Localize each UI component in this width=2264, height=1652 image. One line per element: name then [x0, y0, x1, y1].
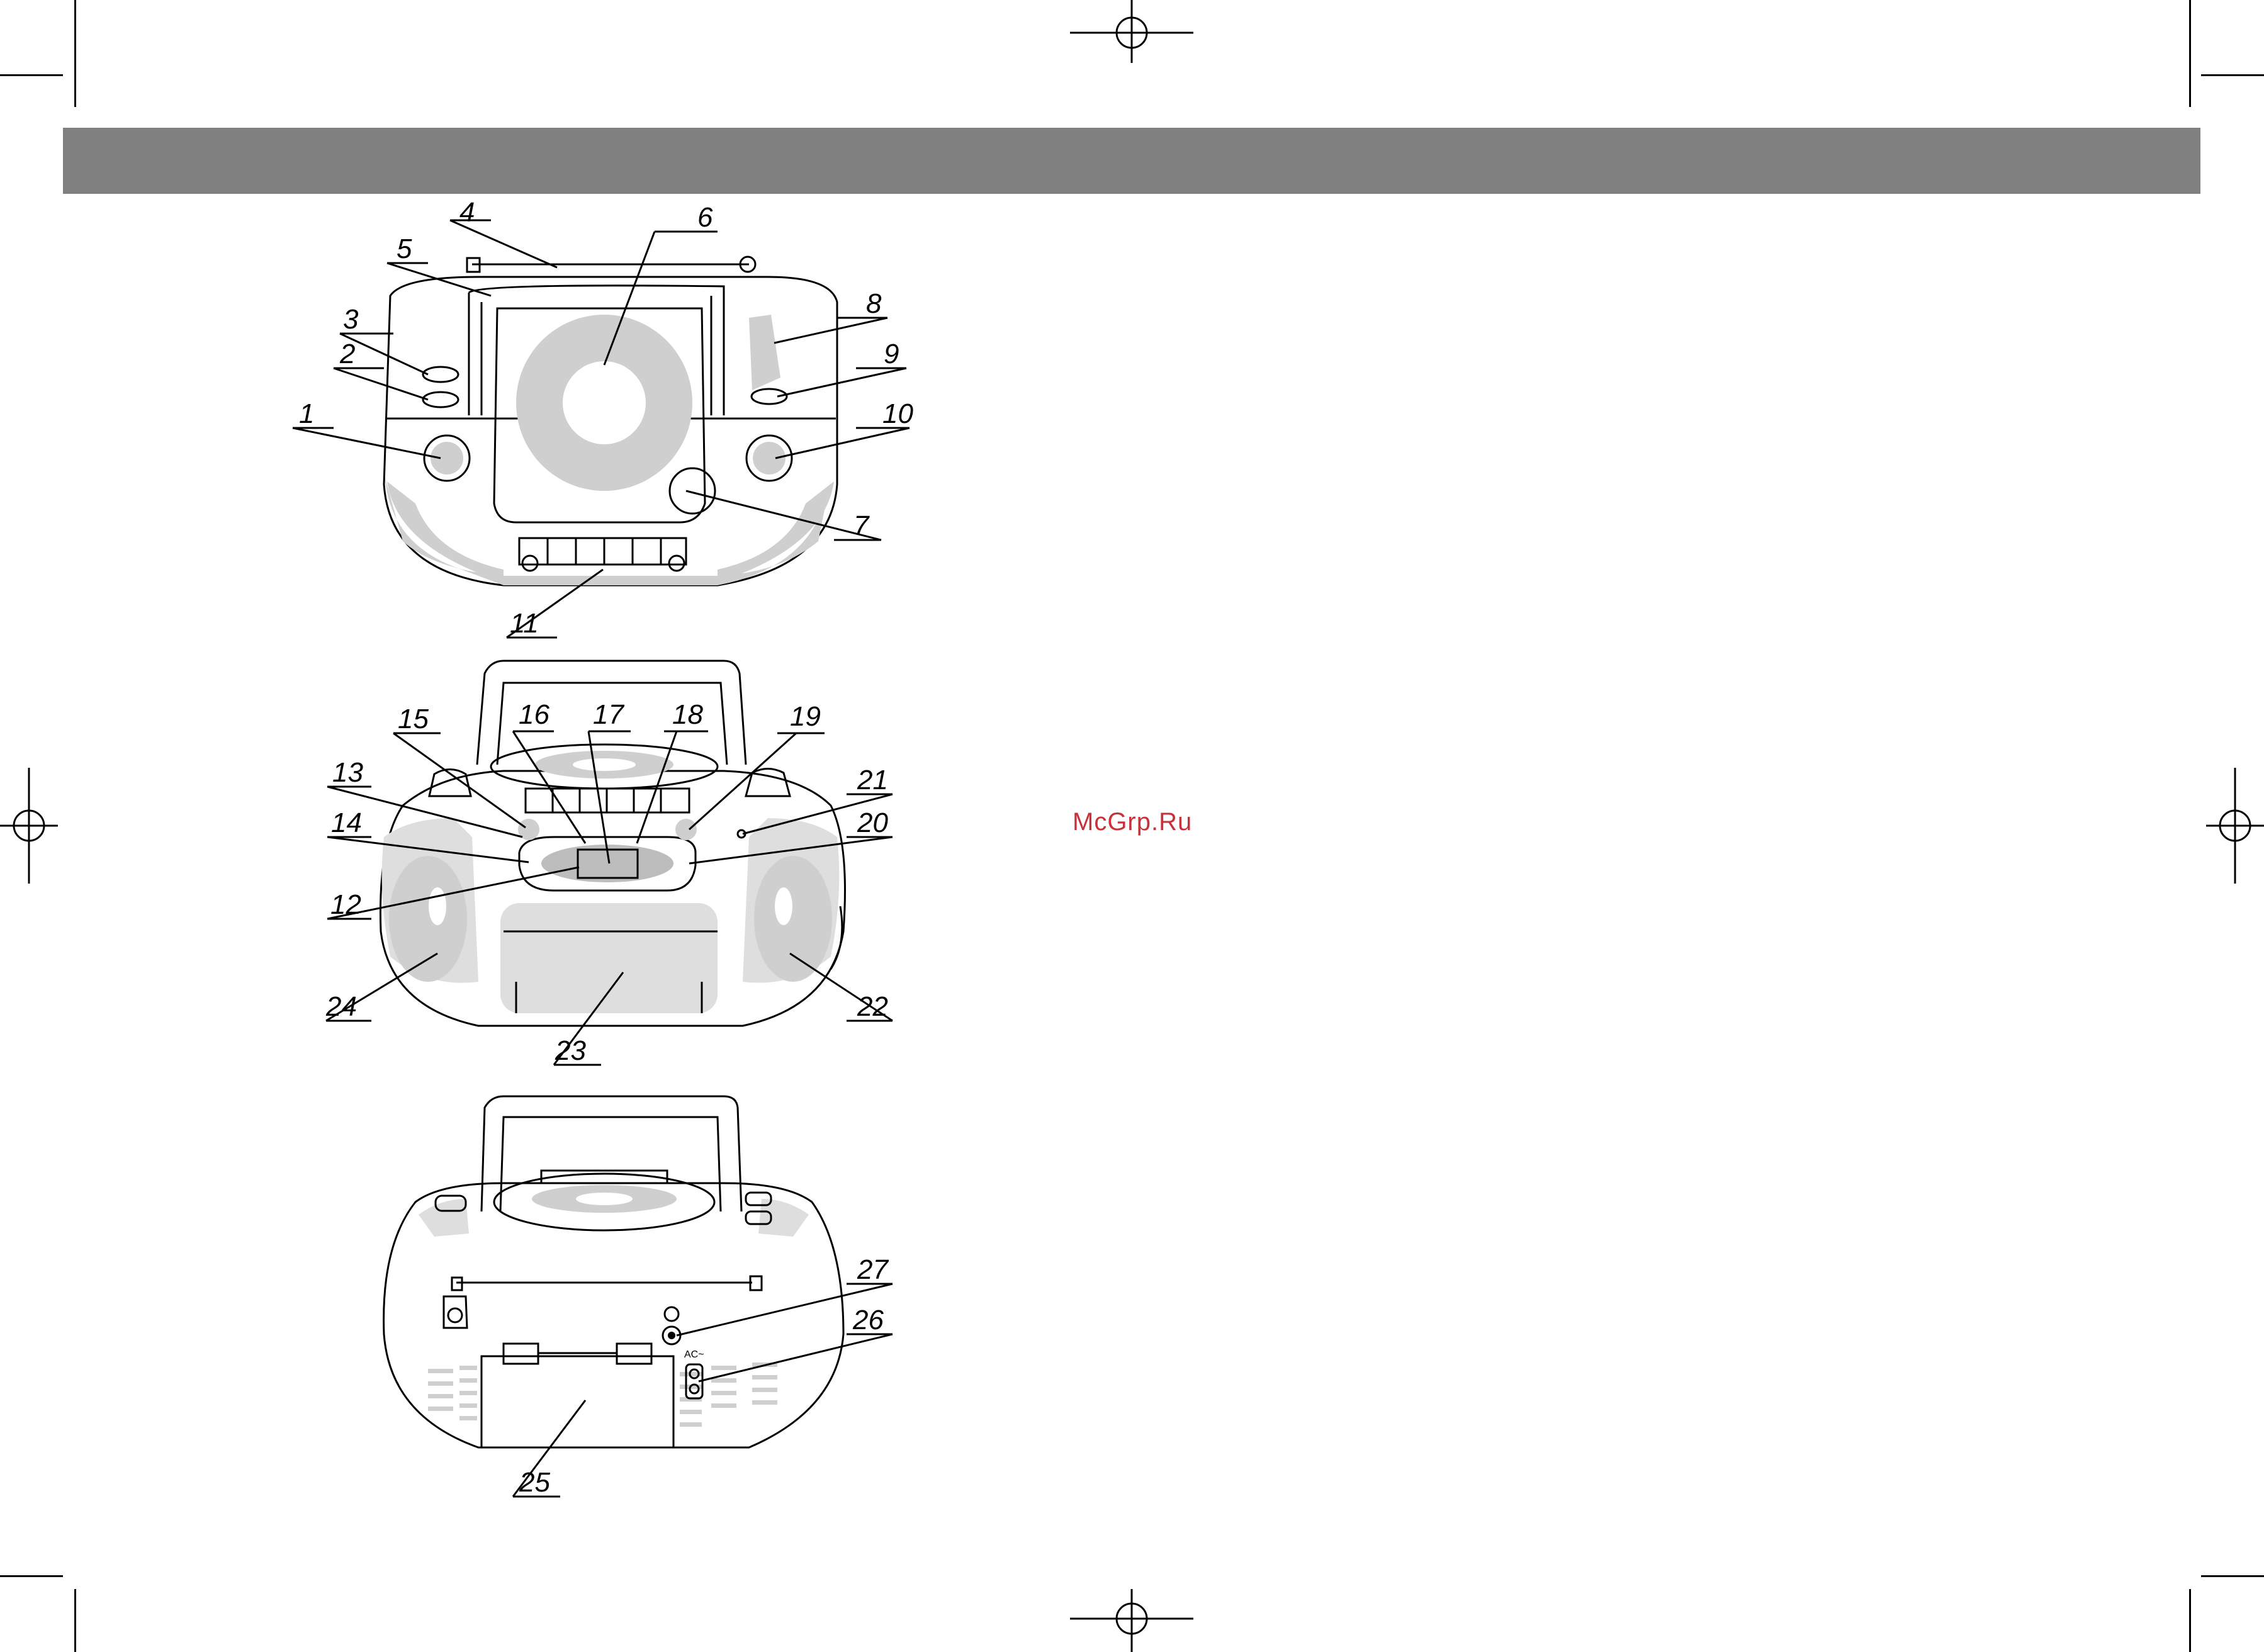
rear-view: AC~ 27 26 25 — [384, 1096, 893, 1498]
callout-6: 6 — [697, 202, 713, 233]
callout-11: 11 — [510, 608, 539, 639]
callout-1: 1 — [299, 398, 314, 429]
callout-27: 27 — [857, 1254, 889, 1285]
callout-2: 2 — [339, 339, 355, 369]
registration-mark — [1070, 1589, 1193, 1652]
callout-18: 18 — [672, 699, 703, 730]
battery-compartment[interactable] — [482, 1356, 673, 1447]
callout-14: 14 — [331, 807, 362, 838]
callout-15: 15 — [398, 704, 429, 734]
callout-12: 12 — [330, 889, 361, 920]
callout-20: 20 — [857, 807, 888, 838]
right-indicator — [675, 819, 697, 840]
callout-21: 21 — [857, 765, 888, 795]
registration-mark — [2206, 768, 2264, 884]
callout-4: 4 — [459, 197, 475, 228]
callout-8: 8 — [866, 288, 882, 319]
callout-22: 22 — [857, 991, 888, 1022]
tuning-knob[interactable] — [753, 442, 786, 475]
watermark-text[interactable]: McGrp.Ru — [1073, 808, 1192, 836]
callout-19: 19 — [790, 701, 821, 732]
right-speaker — [754, 856, 832, 982]
left-speaker — [389, 856, 467, 982]
front-top-view: 4 5 6 3 2 8 9 1 10 7 11 — [293, 197, 913, 639]
callout-3: 3 — [343, 304, 359, 335]
callout-5: 5 — [397, 233, 412, 264]
callout-23: 23 — [555, 1035, 586, 1066]
callout-17: 17 — [593, 699, 624, 730]
registration-mark — [0, 768, 58, 884]
registration-mark — [1070, 0, 1193, 63]
volume-knob[interactable] — [431, 442, 463, 475]
callout-24: 24 — [325, 991, 357, 1022]
mode-switch[interactable] — [423, 392, 458, 407]
callout-10: 10 — [882, 398, 913, 429]
callout-25: 25 — [519, 1467, 550, 1498]
front-view: 15 16 17 18 19 13 14 12 21 20 22 24 23 — [325, 661, 893, 1066]
cd-open-button[interactable] — [670, 468, 715, 514]
callout-16: 16 — [519, 699, 549, 730]
ac-label: AC~ — [684, 1349, 704, 1360]
callout-26: 26 — [852, 1305, 884, 1335]
callout-13: 13 — [332, 757, 363, 788]
callout-7: 7 — [853, 510, 870, 541]
callout-9: 9 — [884, 339, 899, 369]
function-switch[interactable] — [423, 367, 458, 382]
cassette-door[interactable] — [500, 903, 718, 1013]
